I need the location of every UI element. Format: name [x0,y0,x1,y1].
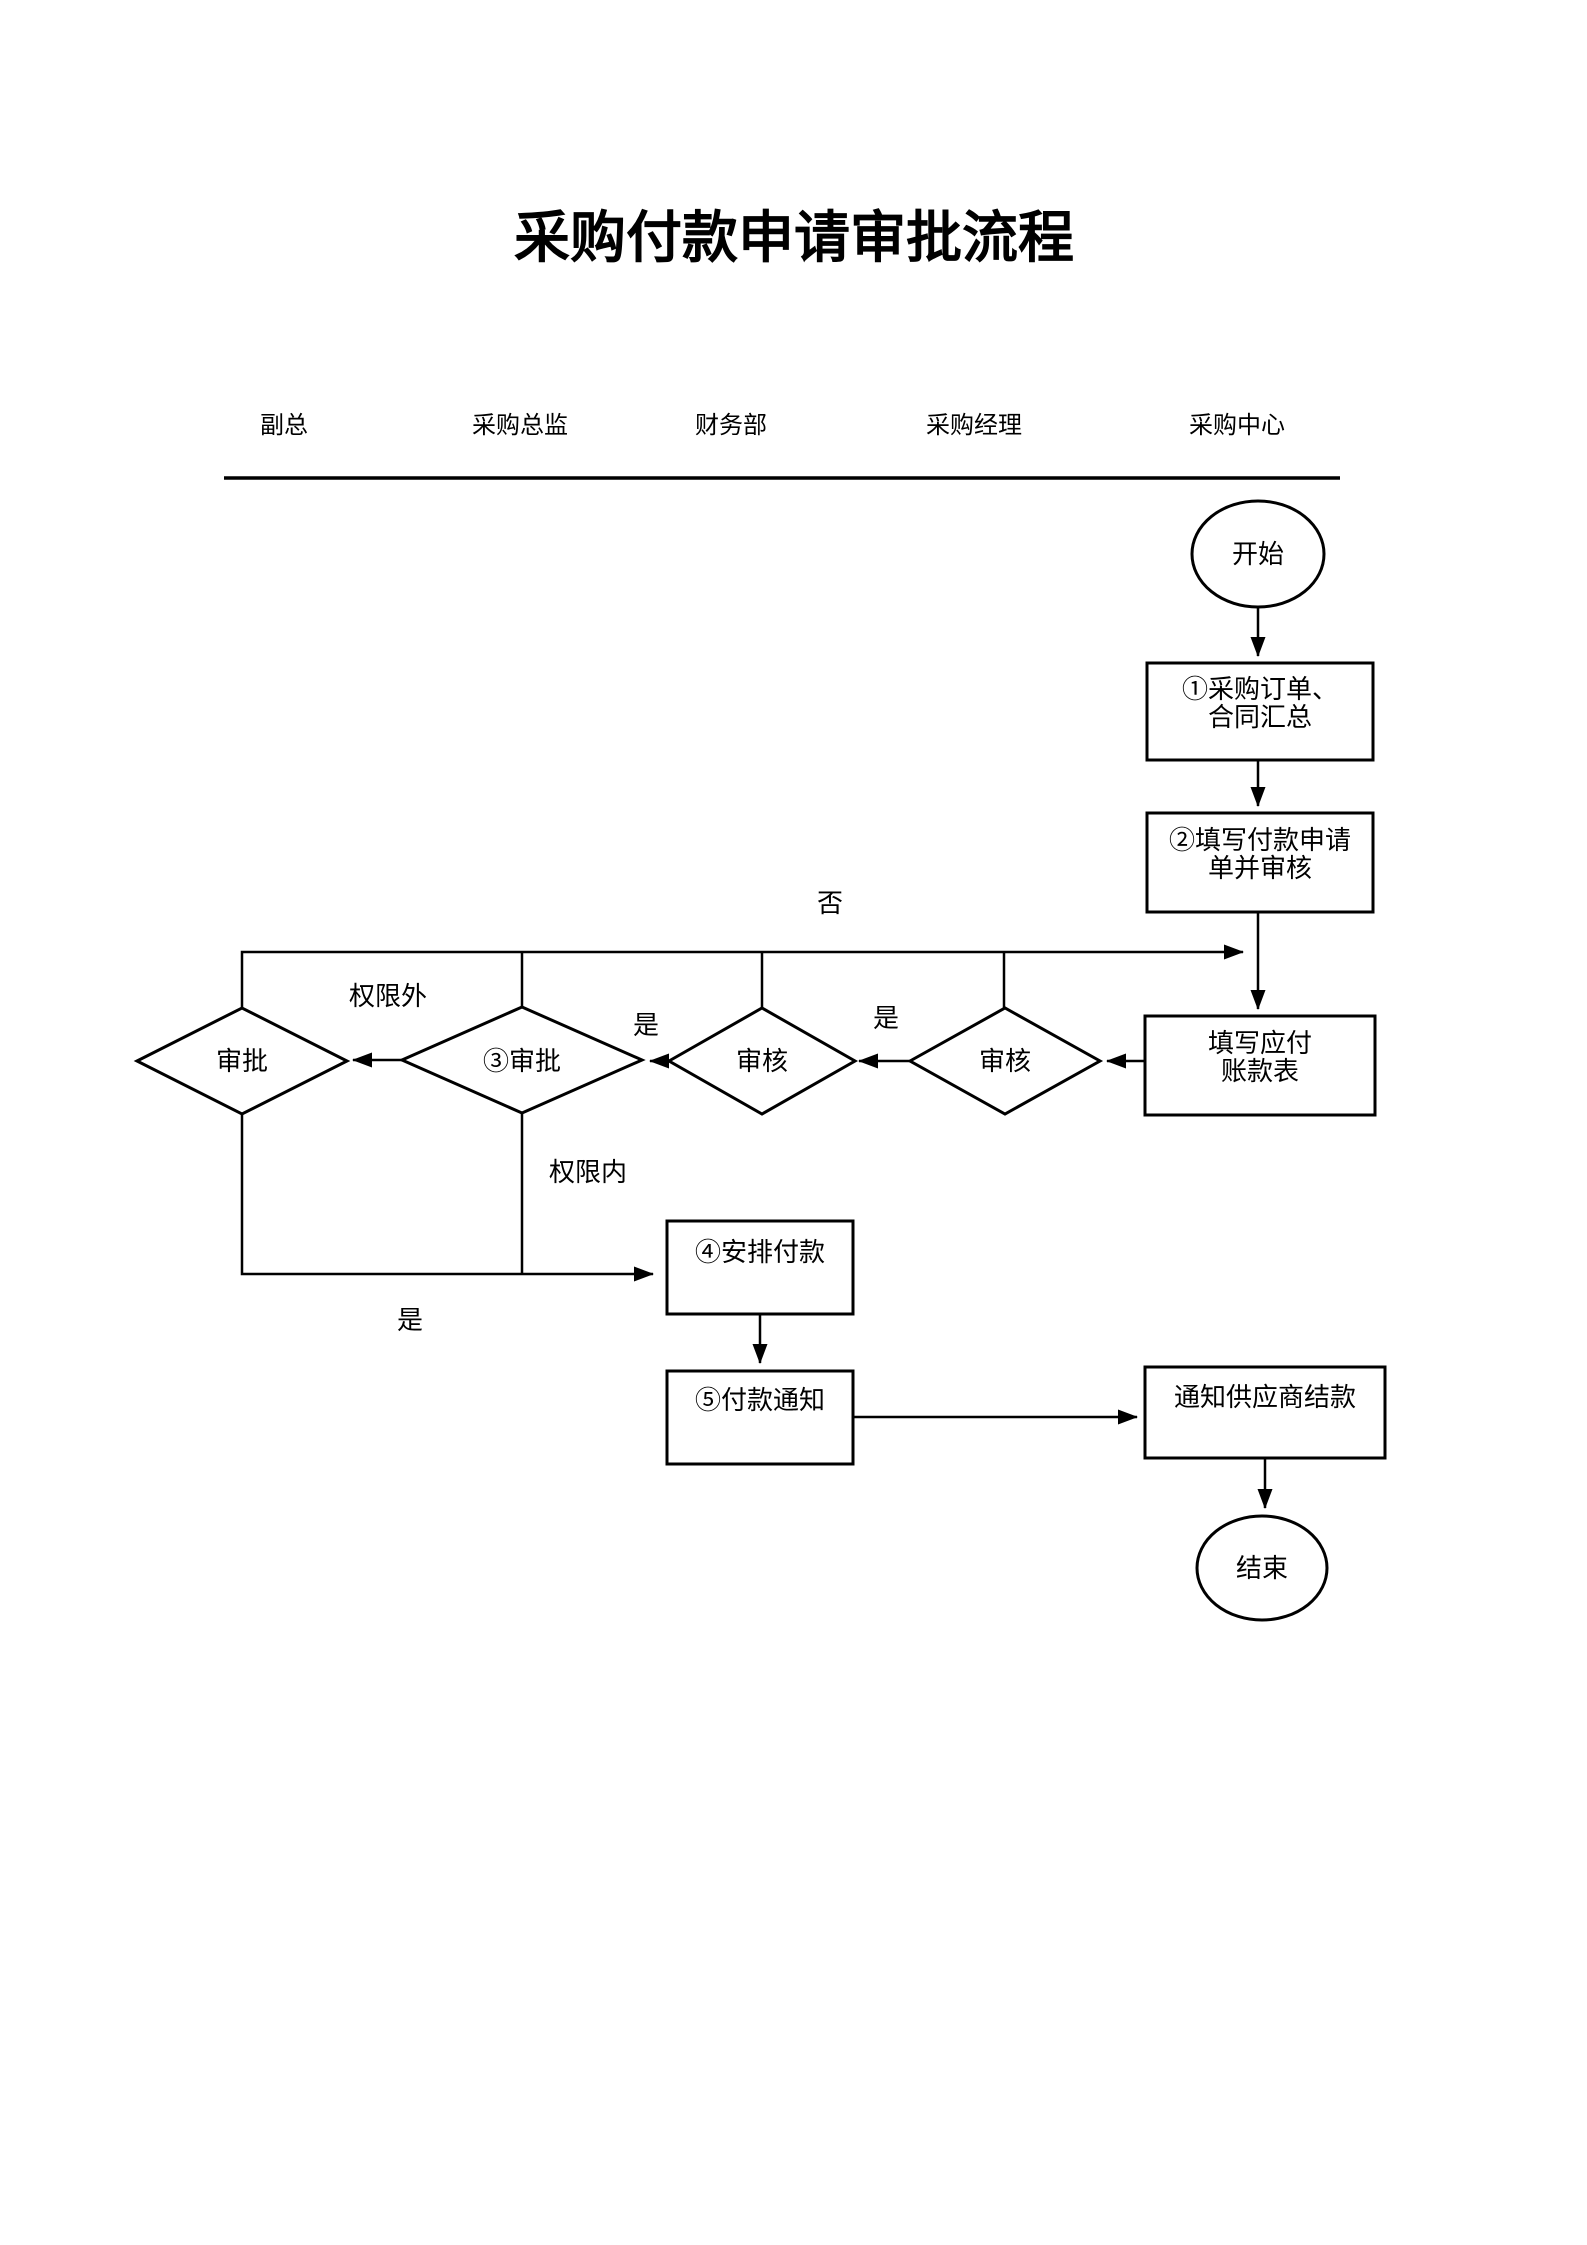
step4-box [665,1219,855,1316]
lane-header-finance-dept: 财务部 [695,412,767,439]
step5-label: ⑤付款通知 [695,1386,825,1415]
step4-label: ④安排付款 [695,1238,825,1267]
step2-label-line1: ②填写付款申请 [1169,826,1351,855]
review-manager-label: 审核 [979,1047,1031,1076]
lane-header-procurement-director: 采购总监 [472,412,568,439]
review-manager-diamond [906,1006,1104,1116]
lane-header-vp: 副总 [260,412,308,439]
label-yes-vp: 是 [397,1306,423,1335]
fill-payable-label-line1: 填写应付 [1208,1029,1312,1058]
end-label: 结束 [1236,1554,1288,1583]
lane-header-procurement-manager: 采购经理 [926,412,1022,439]
notify-supplier-label: 通知供应商结款 [1174,1383,1356,1412]
lane-header-procurement-center: 采购中心 [1189,412,1285,439]
approve-vp-label: 审批 [216,1047,268,1076]
fill-payable-box [1143,1014,1377,1117]
step1-label-line2: 合同汇总 [1208,703,1312,732]
label-yes-finance: 是 [633,1011,659,1040]
end-ellipse [1195,1514,1329,1622]
start-label: 开始 [1232,540,1284,569]
label-outside-authority: 权限外 [349,982,427,1011]
start-ellipse [1190,499,1326,609]
connector-approve-vp-yes-to-step4 [240,1114,654,1282]
review-finance-label: 审核 [736,1047,788,1076]
page-title: 采购付款申请审批流程 [514,208,1074,270]
label-within-authority: 权限内 [549,1158,627,1187]
notify-supplier-box [1143,1365,1387,1460]
step5-box [665,1369,855,1466]
step1-box [1145,661,1375,762]
step2-box [1145,811,1375,914]
step2-label-line2: 单并审核 [1208,854,1312,883]
label-yes-manager: 是 [873,1004,899,1033]
connector-no-feedback-line [240,944,1244,1008]
fill-payable-label-line2: 账款表 [1221,1057,1299,1086]
label-no: 否 [817,889,843,918]
approve-vp-diamond [133,1006,351,1116]
review-finance-diamond [665,1006,859,1116]
step1-label-line1: ①采购订单、 [1182,675,1338,704]
approve-director-label: ③审批 [483,1047,561,1076]
approve-director-diamond [398,1005,646,1115]
